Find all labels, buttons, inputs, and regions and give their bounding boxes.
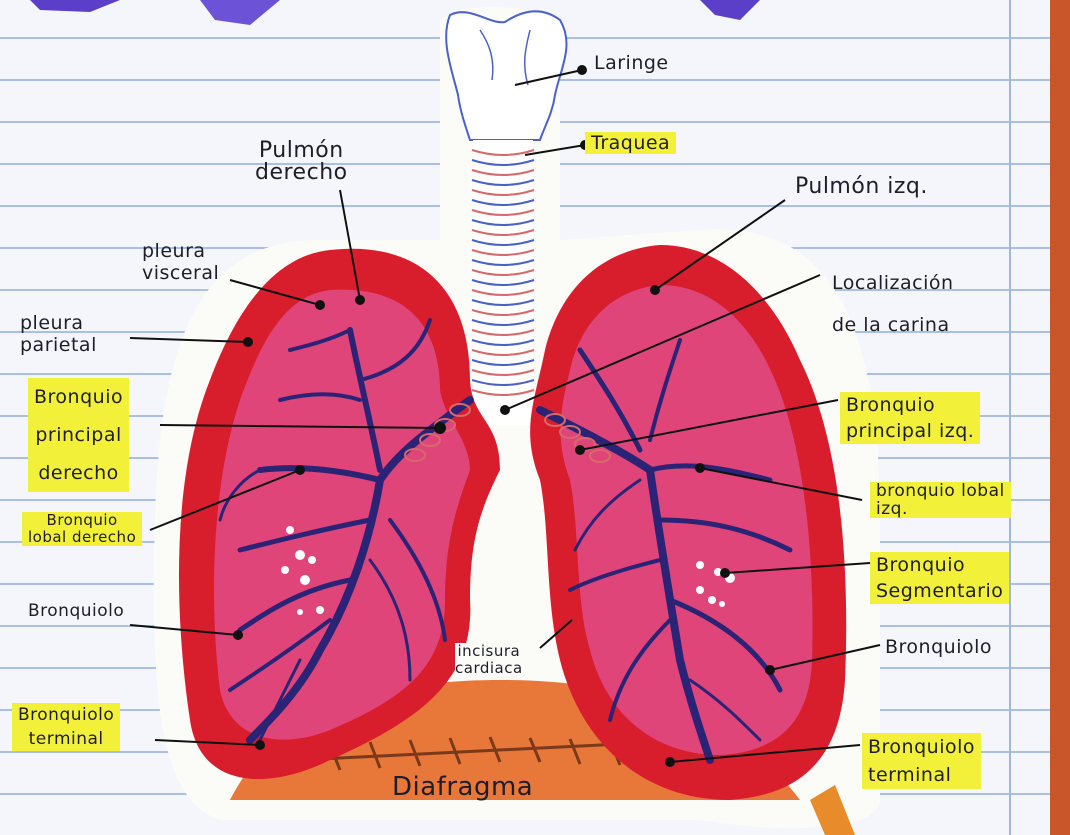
label-pulmon-derecho: Pulmón derecho bbox=[255, 140, 348, 184]
label-localizacion-carina: Localización de la carina bbox=[832, 262, 954, 346]
label-bronquio-principal-derecho: Bronquio principal derecho bbox=[28, 378, 129, 492]
label-bronquio-segmentario: Bronquio Segmentario bbox=[870, 552, 1009, 604]
label-bronquiolo-right: Bronquiolo bbox=[885, 636, 992, 658]
label-diafragma: Diafragma bbox=[392, 772, 533, 802]
label-bronquiolo-left: Bronquiolo bbox=[28, 600, 124, 622]
page-edge bbox=[1050, 0, 1070, 835]
label-incisura-cardiaca: incisura cardiaca bbox=[455, 643, 523, 677]
label-bronquio-lobal-derecho: Bronquio lobal derecho bbox=[22, 512, 142, 546]
label-traquea: Traquea bbox=[585, 132, 676, 154]
label-pulmon-izq: Pulmón izq. bbox=[795, 176, 928, 198]
label-bronquiolo-terminal-right: Bronquiolo terminal bbox=[862, 733, 981, 789]
label-bronquio-lobal-izq: bronquio lobal izq. bbox=[870, 482, 1011, 518]
label-bronquiolo-terminal-left: Bronquiolo terminal bbox=[12, 703, 120, 751]
trachea bbox=[472, 140, 534, 425]
label-laringe: Laringe bbox=[588, 52, 675, 74]
label-pleura-visceral: pleura visceral bbox=[142, 240, 219, 284]
larynx bbox=[446, 11, 566, 140]
ink-stain-left bbox=[30, 0, 120, 12]
label-pleura-parietal: pleura parietal bbox=[20, 312, 97, 356]
ink-stain-right bbox=[700, 0, 760, 20]
label-bronquio-principal-izq: Bronquio principal izq. bbox=[840, 392, 980, 444]
ink-stain-mid bbox=[200, 0, 280, 25]
